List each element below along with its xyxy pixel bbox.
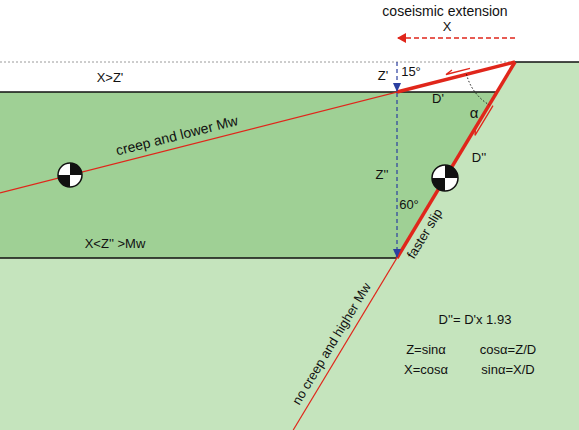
depth-arrow [396,93,397,257]
dimension-label: Z' [378,69,388,83]
fault-label: faster slip [405,206,446,261]
dimension-label: D'' [472,151,486,165]
layer-top [0,91,497,93]
ground-surface [515,61,579,63]
slip-arrow [446,68,470,74]
equation: X=cosα [404,363,448,377]
depth-arrow [396,62,397,91]
angle-arc [467,74,490,105]
angle-label: α [470,105,479,122]
subsided-strip [0,62,515,92]
beachball [58,163,82,187]
shallow-fault [0,62,515,193]
footwall-ground [0,62,579,430]
angle-label: 60° [399,198,419,212]
annotation: X>Z' [97,71,124,85]
angle-label: 15° [401,65,421,79]
equation: cosα=Z/D [480,343,536,357]
dimension-label: X [443,20,452,34]
shallow-fault-slip [397,62,515,92]
equation: Z=sinα [406,343,446,357]
fault-label: no creep and higher Mw [290,281,374,408]
beachball [432,165,458,191]
annotation: X<Z'' >Mw [85,237,146,251]
annotation: coseismic extension [382,4,507,19]
original-surface [0,62,515,63]
dimension-label: Z'' [376,168,389,182]
dimension-label: D' [432,92,444,106]
layer-bottom [0,257,397,259]
extension-arrow [398,37,515,39]
equation: sinα=X/D [481,363,534,377]
steep-fault-slip [397,62,515,258]
fault-label: creep and lower Mw [114,113,239,159]
equation: D''= D'x 1.93 [439,313,512,327]
